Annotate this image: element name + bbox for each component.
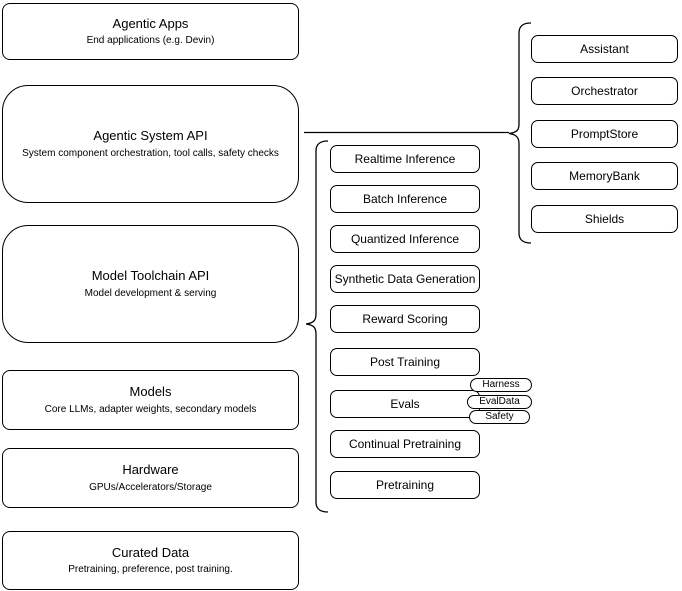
box-continual-pretraining: Continual Pretraining	[330, 430, 480, 458]
box-memorybank: MemoryBank	[531, 162, 678, 190]
box-hardware-subtitle: GPUs/Accelerators/Storage	[89, 481, 212, 493]
box-orchestrator: Orchestrator	[531, 77, 678, 105]
box-model-toolchain-api-title: Model Toolchain API	[91, 268, 210, 284]
pill-safety: Safety	[469, 410, 530, 424]
box-agentic-apps: Agentic Apps End applications (e.g. Devi…	[2, 3, 299, 60]
box-assistant: Assistant	[531, 35, 678, 63]
box-agentic-system-api: Agentic System API System component orch…	[2, 85, 299, 203]
pill-harness: Harness	[470, 378, 532, 392]
box-curated-data-title: Curated Data	[111, 544, 190, 560]
box-reward-scoring: Reward Scoring	[330, 305, 480, 333]
box-model-toolchain-api: Model Toolchain API Model development & …	[2, 225, 299, 343]
box-realtime-inference: Realtime Inference	[330, 145, 480, 173]
box-batch-inference: Batch Inference	[330, 185, 480, 213]
box-curated-data-subtitle: Pretraining, preference, post training.	[68, 564, 233, 576]
box-agentic-apps-title: Agentic Apps	[112, 15, 189, 31]
box-post-training: Post Training	[330, 348, 480, 376]
box-shields: Shields	[531, 205, 678, 233]
box-agentic-system-api-subtitle: System component orchestration, tool cal…	[22, 147, 279, 159]
box-models-subtitle: Core LLMs, adapter weights, secondary mo…	[44, 403, 257, 415]
toolchain-group-brace	[305, 140, 329, 513]
box-model-toolchain-api-subtitle: Model development & serving	[84, 287, 217, 299]
box-synthetic-data-generation: Synthetic Data Generation	[330, 265, 480, 293]
box-agentic-apps-subtitle: End applications (e.g. Devin)	[86, 35, 215, 47]
pill-evaldata: EvalData	[467, 395, 532, 409]
box-models: Models Core LLMs, adapter weights, secon…	[2, 370, 299, 430]
box-models-title: Models	[129, 384, 172, 400]
box-hardware: Hardware GPUs/Accelerators/Storage	[2, 448, 299, 508]
box-hardware-title: Hardware	[122, 462, 179, 478]
box-curated-data: Curated Data Pretraining, preference, po…	[2, 531, 299, 590]
box-pretraining: Pretraining	[330, 471, 480, 499]
box-promptstore: PromptStore	[531, 120, 678, 148]
box-agentic-system-api-title: Agentic System API	[93, 128, 208, 144]
box-evals: Evals	[330, 390, 480, 418]
box-quantized-inference: Quantized Inference	[330, 225, 480, 253]
system-components-brace	[508, 22, 532, 244]
